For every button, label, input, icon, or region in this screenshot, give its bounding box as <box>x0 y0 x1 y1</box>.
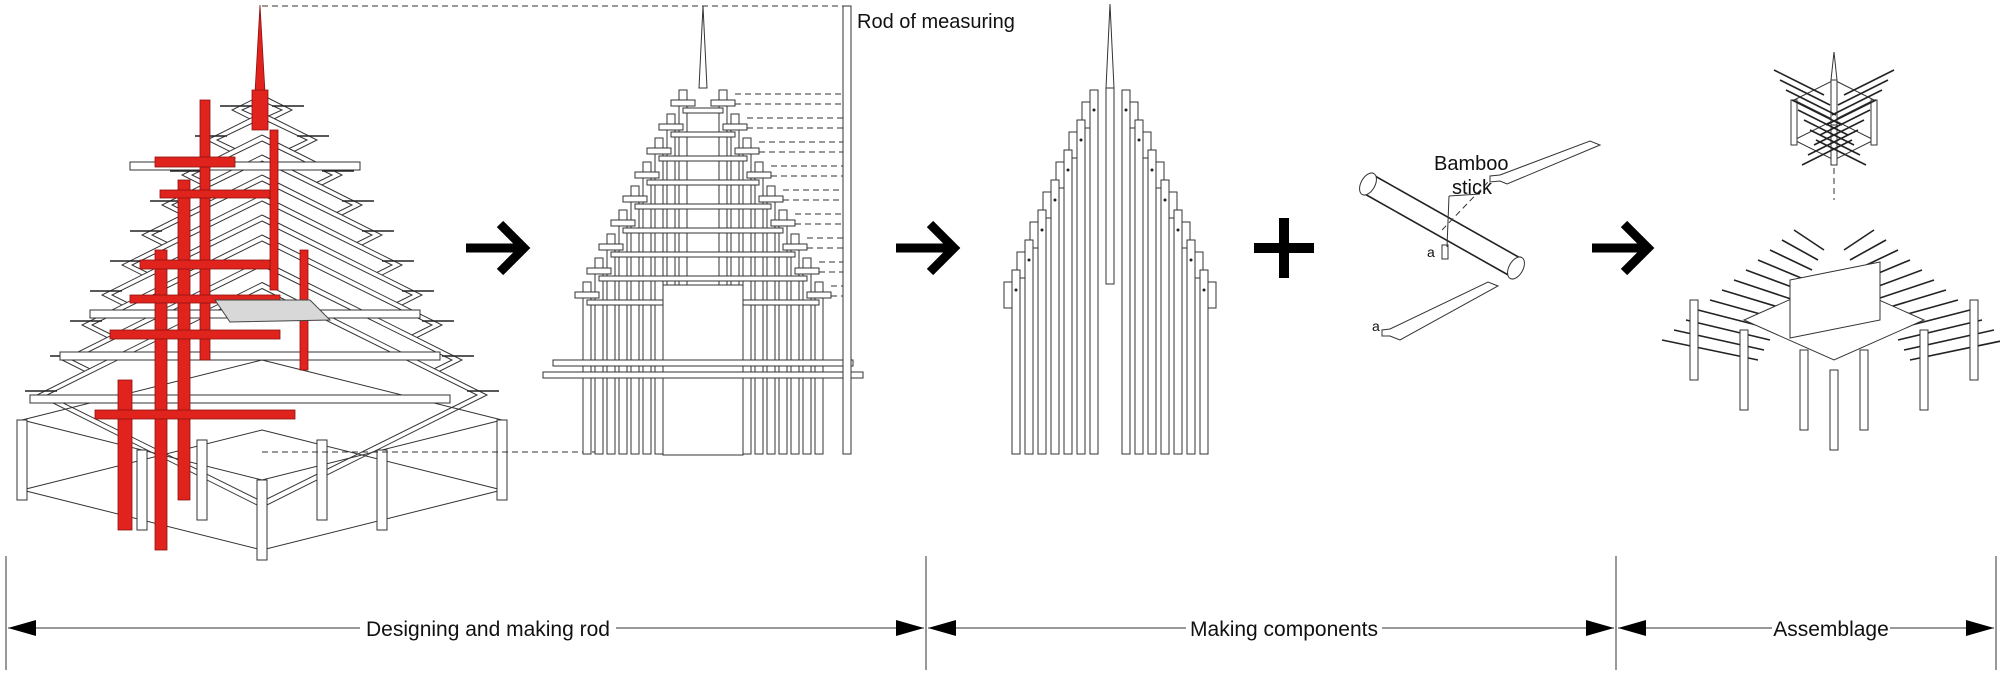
pagoda-red-rod-members <box>94 4 309 551</box>
assemblage-top-piece <box>1773 51 1895 166</box>
stage-label-designing: Designing and making rod <box>366 618 610 641</box>
arrow-right-icon <box>896 220 961 276</box>
upper-plank <box>1489 140 1602 185</box>
elevation-members <box>542 5 864 456</box>
rod-of-measuring-label: Rod of measuring <box>857 11 1015 33</box>
assemblage-drawing <box>1661 51 2000 451</box>
elevation-measure-dashes <box>735 93 843 297</box>
components-drawing <box>1003 3 1217 455</box>
rod-elevation-drawing: Rod of measuring <box>542 5 1015 456</box>
stage-dimension-line <box>5 556 1997 670</box>
pagoda-frame-beams <box>16 94 508 561</box>
arrow-right-icon <box>466 220 531 276</box>
stick-label: stick <box>1452 177 1493 199</box>
arrow-right-icon <box>1592 220 1655 276</box>
round-beam <box>1359 172 1525 280</box>
bamboo-label: Bamboo <box>1434 153 1509 175</box>
joint-a-upper-label: a <box>1427 244 1435 260</box>
component-columns <box>1003 89 1217 455</box>
pagoda-grey-platform <box>214 299 332 323</box>
assemblage-base-piece <box>1661 229 2000 451</box>
stage-label-making-components: Making components <box>1190 618 1378 641</box>
projection-connector-lines <box>262 5 845 453</box>
bamboo-stick-peg <box>1441 244 1449 260</box>
measuring-rod-bar <box>842 5 852 455</box>
lower-plank <box>1381 281 1500 341</box>
joint-a-lower-label: a <box>1372 318 1380 334</box>
plus-icon <box>1254 218 1314 278</box>
pagoda-axonometric-drawing <box>16 4 508 561</box>
stage-label-assemblage: Assemblage <box>1773 618 1889 641</box>
joint-detail-drawing: Bamboo stick a a <box>1359 140 1602 341</box>
